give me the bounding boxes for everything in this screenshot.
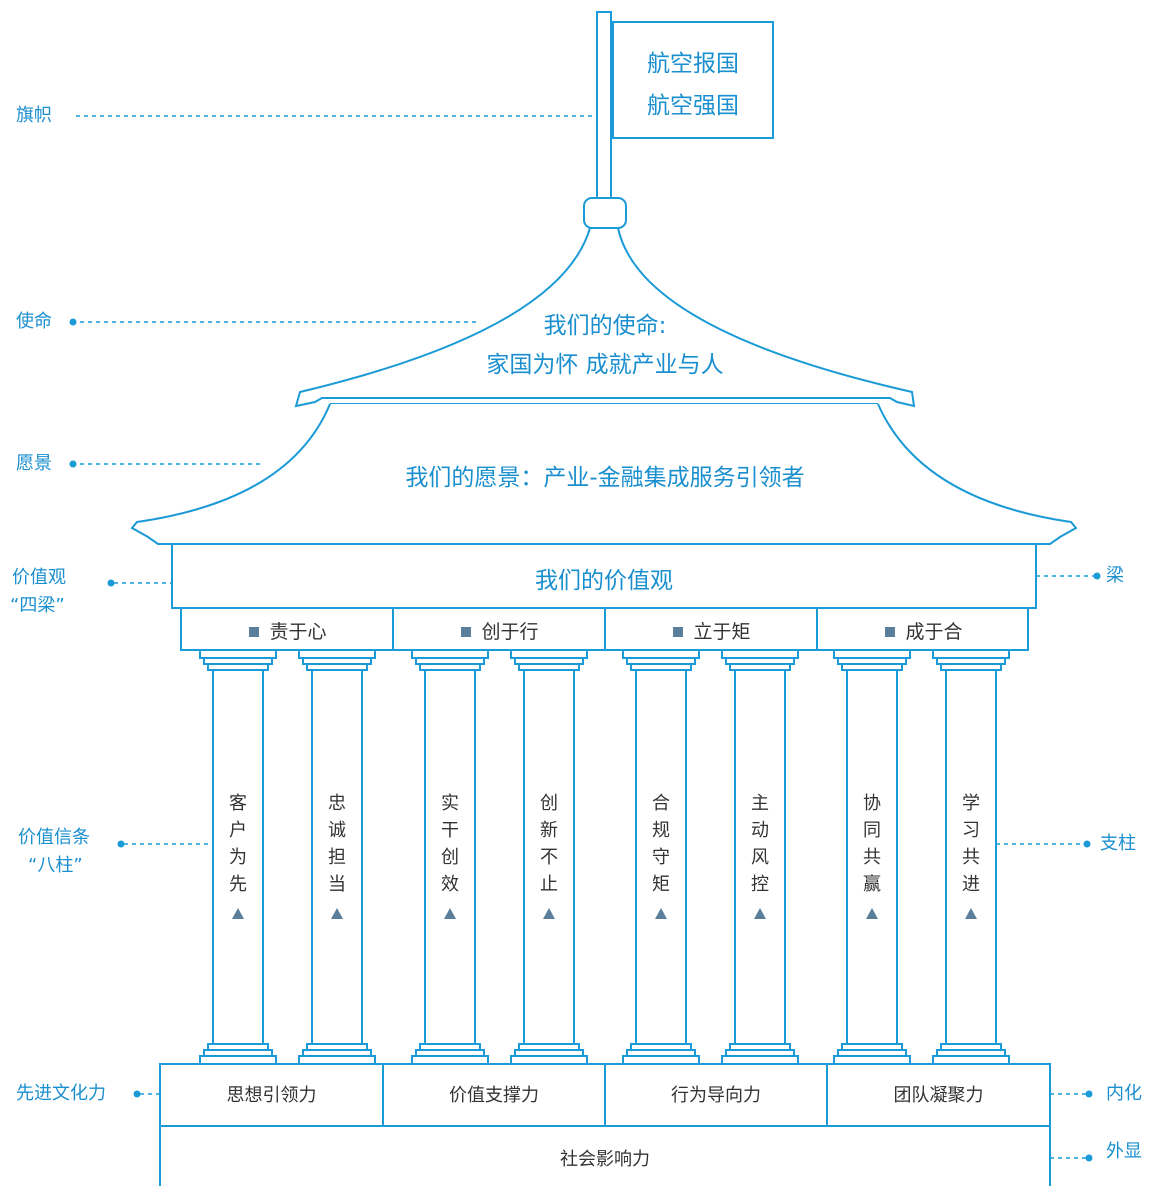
pillar-8-text: 学习共进 xyxy=(946,790,996,919)
beam-2: 创于行 xyxy=(395,617,605,644)
pillar-1-text: 客户为先 xyxy=(213,790,263,919)
label-creed-1: 价值信条 xyxy=(18,827,90,848)
pillar-2-text: 忠诚担当 xyxy=(312,790,362,919)
bottom-cell: 社会影响力 xyxy=(560,1149,650,1170)
pillar-7-text: 协同共赢 xyxy=(847,790,897,919)
label-values-2: “四梁” xyxy=(10,595,65,616)
mission-title: 我们的使命: xyxy=(543,313,667,339)
base-cell-1: 思想引领力 xyxy=(226,1085,317,1106)
label-mission: 使命 xyxy=(16,311,52,332)
pillar-5-text: 合规守矩 xyxy=(636,790,686,919)
upper-roof xyxy=(294,227,916,408)
pillar-2 xyxy=(298,649,376,1065)
label-external: 外显 xyxy=(1106,1141,1142,1162)
flag-text-1: 航空报国 xyxy=(647,51,739,77)
beam-3: 立于矩 xyxy=(607,617,817,644)
mission-statement: 家国为怀 成就产业与人 xyxy=(486,352,724,378)
pillar-7 xyxy=(833,649,911,1065)
pillar-3-text: 实干创效 xyxy=(425,790,475,919)
base-cell-4: 团队凝聚力 xyxy=(893,1085,984,1106)
values-title: 我们的价值观 xyxy=(535,568,673,594)
label-culture: 先进文化力 xyxy=(16,1083,106,1104)
pillar-1 xyxy=(199,649,277,1065)
beam-4: 成于合 xyxy=(819,617,1029,644)
pillar-4 xyxy=(510,649,588,1065)
label-beam: 梁 xyxy=(1106,565,1124,586)
label-values-1: 价值观 xyxy=(12,567,66,588)
base-cell-3: 行为导向力 xyxy=(671,1085,761,1106)
label-flag: 旗帜 xyxy=(16,105,52,126)
vision-statement: 我们的愿景：产业-金融集成服务引领者 xyxy=(405,465,805,491)
pillar-4-text: 创新不止 xyxy=(524,790,574,919)
label-pillar: 支柱 xyxy=(1100,833,1136,854)
label-internal: 内化 xyxy=(1106,1083,1142,1104)
pillar-6 xyxy=(721,649,799,1065)
pillar-6-text: 主动风控 xyxy=(735,790,785,919)
bottom-row xyxy=(159,1125,1051,1186)
roof-finial xyxy=(583,197,627,229)
flag-pole xyxy=(596,11,612,201)
label-vision: 愿景 xyxy=(16,453,52,474)
base-cell-2: 价值支撑力 xyxy=(449,1085,539,1106)
label-creed-2: “八柱” xyxy=(28,855,83,876)
pillar-5 xyxy=(622,649,700,1065)
flag-text-2: 航空强国 xyxy=(647,93,739,119)
pillar-3 xyxy=(411,649,489,1065)
flag-banner xyxy=(612,21,774,139)
beam-1: 责于心 xyxy=(183,617,393,644)
